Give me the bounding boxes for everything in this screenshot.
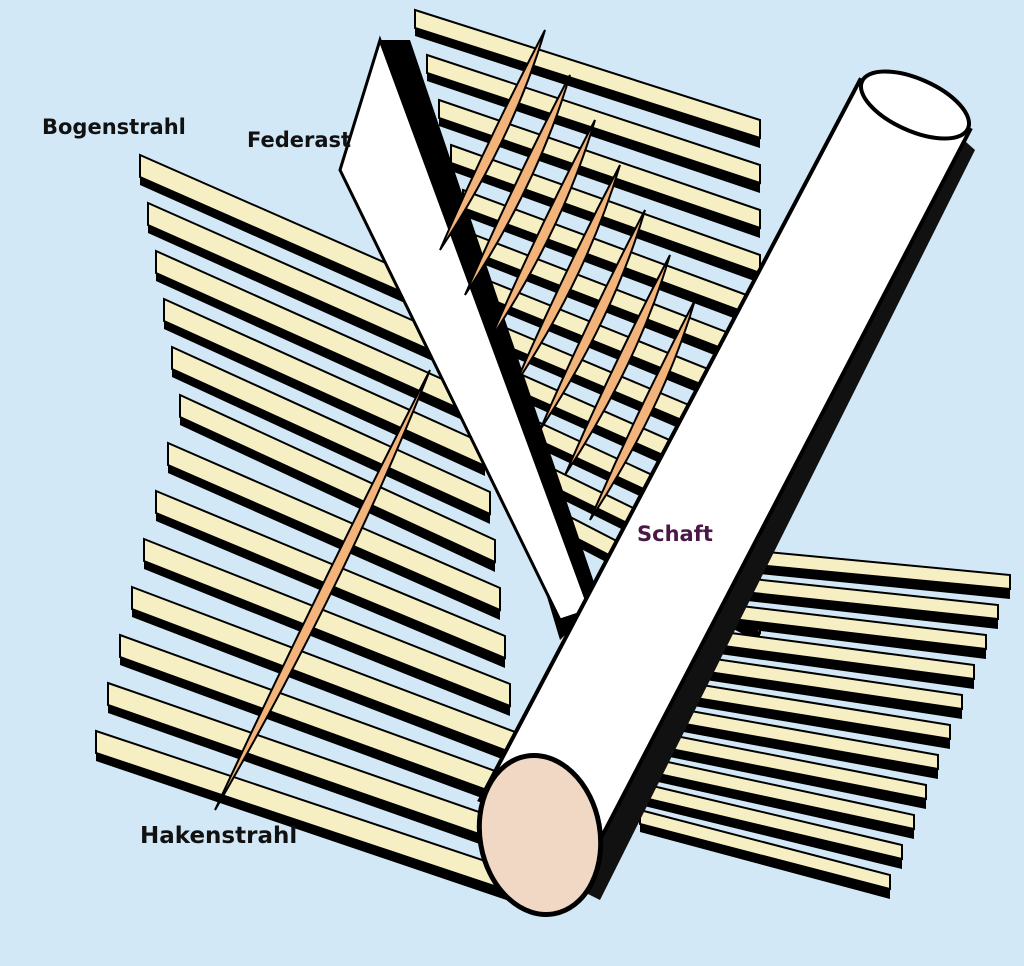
barbule-shadow bbox=[439, 118, 760, 238]
label-schaft: Schaft bbox=[637, 522, 713, 546]
barbule-shadow bbox=[140, 177, 470, 332]
barbule-shadow bbox=[640, 743, 926, 809]
barbule-shadow bbox=[415, 28, 760, 148]
barbule bbox=[167, 441, 501, 612]
barbule bbox=[414, 8, 761, 140]
barbule-shadow bbox=[451, 163, 760, 283]
barbule-shadow bbox=[172, 369, 490, 524]
barbule-shadow bbox=[120, 657, 520, 812]
barbule-shadow bbox=[640, 770, 914, 839]
hooklet bbox=[464, 74, 571, 296]
hooklet bbox=[564, 254, 671, 476]
hooklet bbox=[439, 29, 546, 251]
label-bogenstrahl: Bogenstrahl bbox=[42, 115, 186, 139]
hooklet bbox=[489, 119, 596, 341]
barbule-shadow bbox=[180, 417, 495, 572]
hooklet bbox=[539, 209, 646, 431]
barbule bbox=[438, 98, 761, 230]
hakenstrahl-hooklets bbox=[214, 29, 696, 811]
barbule-shadow bbox=[132, 609, 515, 764]
barbule-shadow bbox=[148, 225, 475, 380]
barbule bbox=[143, 537, 511, 708]
barbule-shadow bbox=[108, 705, 525, 860]
barbule-shadow bbox=[156, 273, 480, 428]
hooklet bbox=[589, 299, 696, 521]
barbule-shadow bbox=[475, 253, 760, 373]
label-hakenstrahl: Hakenstrahl bbox=[140, 823, 298, 849]
schaft-shaft bbox=[476, 69, 975, 917]
barbule-shadow bbox=[164, 321, 485, 476]
hooklet bbox=[514, 164, 621, 386]
barbule-shadow bbox=[96, 753, 530, 908]
barbule-shadow bbox=[640, 797, 902, 869]
hooklet bbox=[214, 369, 431, 811]
label-federast: Federast bbox=[247, 128, 352, 152]
left-barbules bbox=[95, 153, 531, 908]
barbule-shadow bbox=[640, 824, 890, 899]
barbule-shadow bbox=[640, 689, 950, 749]
barbule-shadow bbox=[144, 561, 510, 716]
shaft-cut-end bbox=[476, 753, 604, 917]
barbule-shadow bbox=[640, 716, 938, 779]
barbule bbox=[179, 393, 496, 564]
barbule-shadow bbox=[640, 662, 962, 719]
barbule-shadow bbox=[168, 465, 500, 620]
barbule bbox=[171, 345, 491, 516]
barbule bbox=[426, 53, 761, 185]
